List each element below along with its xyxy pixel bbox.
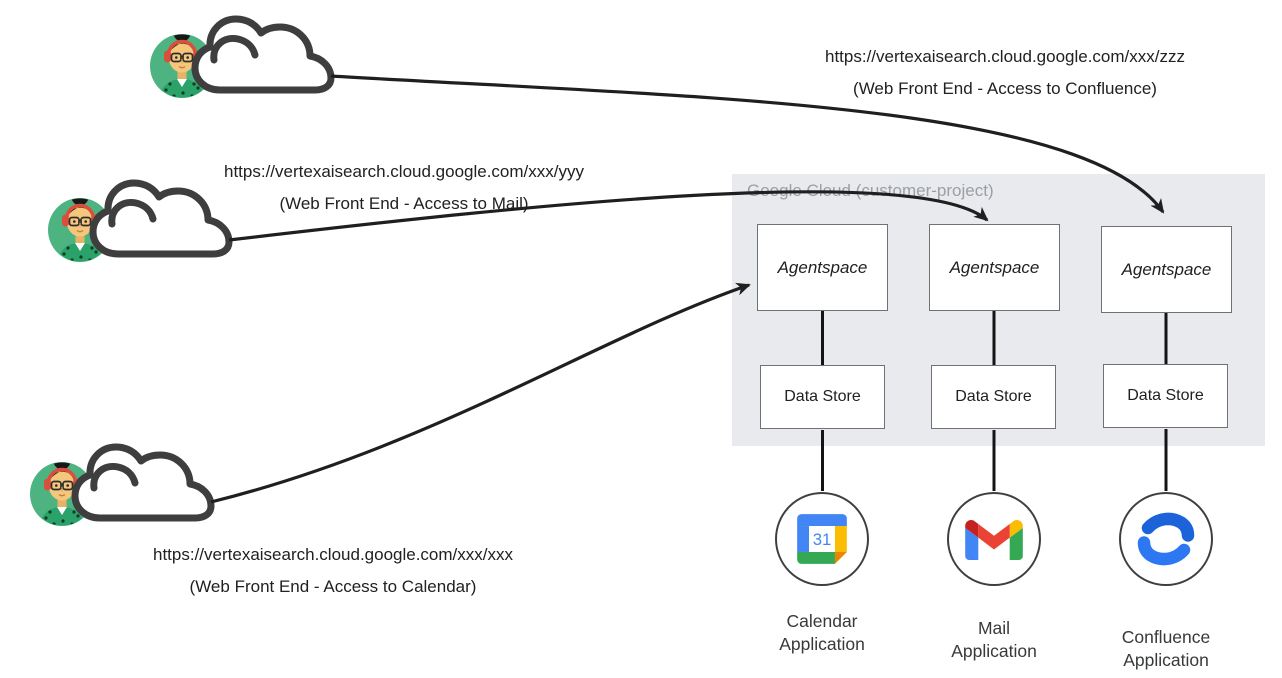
- datastore-label: Data Store: [1127, 387, 1204, 404]
- datastore-label: Data Store: [955, 388, 1032, 405]
- datastore-box-calendar: Data Store: [760, 365, 885, 429]
- user-avatar-bottom: [30, 447, 211, 528]
- app-label-line1: Mail: [977, 618, 1011, 638]
- app-label-line1: Confluence: [1121, 627, 1211, 647]
- datastore-label: Data Store: [784, 388, 861, 405]
- url-text: https://vertexaisearch.cloud.google.com/…: [825, 47, 1185, 66]
- agentspace-box-confluence: Agentspace: [1101, 226, 1232, 313]
- google-cloud-panel-title: Google Cloud (customer-project): [747, 181, 994, 200]
- confluence-icon: [1137, 512, 1195, 566]
- datastore-box-mail: Data Store: [931, 365, 1056, 429]
- arrow-user-bottom-to-calendar-agentspace: [210, 282, 751, 504]
- gmail-icon: [965, 519, 1023, 560]
- datastore-box-confluence: Data Store: [1103, 364, 1228, 428]
- url-block-confluence: https://vertexaisearch.cloud.google.com/…: [755, 41, 1255, 105]
- app-label-line2: Application: [1123, 650, 1209, 670]
- agentspace-box-calendar: Agentspace: [757, 224, 888, 311]
- calendar-day-number: 31: [813, 530, 832, 549]
- url-caption: (Web Front End - Access to Mail): [279, 194, 529, 213]
- agentspace-label: Agentspace: [949, 257, 1040, 277]
- app-label-line1: Calendar: [786, 611, 858, 631]
- url-text: https://vertexaisearch.cloud.google.com/…: [153, 545, 513, 564]
- mail-app-circle: [947, 492, 1041, 586]
- calendar-app-label: Calendar Application: [737, 610, 907, 656]
- mail-app-label: Mail Application: [909, 617, 1079, 663]
- url-caption: (Web Front End - Access to Confluence): [853, 79, 1157, 98]
- agentspace-box-mail: Agentspace: [929, 224, 1060, 311]
- url-block-calendar: https://vertexaisearch.cloud.google.com/…: [83, 539, 583, 603]
- app-label-line2: Application: [951, 641, 1037, 661]
- url-text: https://vertexaisearch.cloud.google.com/…: [224, 162, 584, 181]
- calendar-app-circle: 31: [775, 492, 869, 586]
- agentspace-label: Agentspace: [777, 257, 868, 277]
- app-label-line2: Application: [779, 634, 865, 654]
- user-avatar-top: [150, 19, 331, 100]
- url-block-mail: https://vertexaisearch.cloud.google.com/…: [154, 156, 654, 220]
- confluence-app-label: Confluence Application: [1081, 626, 1251, 672]
- url-caption: (Web Front End - Access to Calendar): [189, 577, 477, 596]
- agentspace-label: Agentspace: [1121, 259, 1212, 279]
- confluence-app-circle: [1119, 492, 1213, 586]
- google-calendar-icon: 31: [797, 514, 847, 564]
